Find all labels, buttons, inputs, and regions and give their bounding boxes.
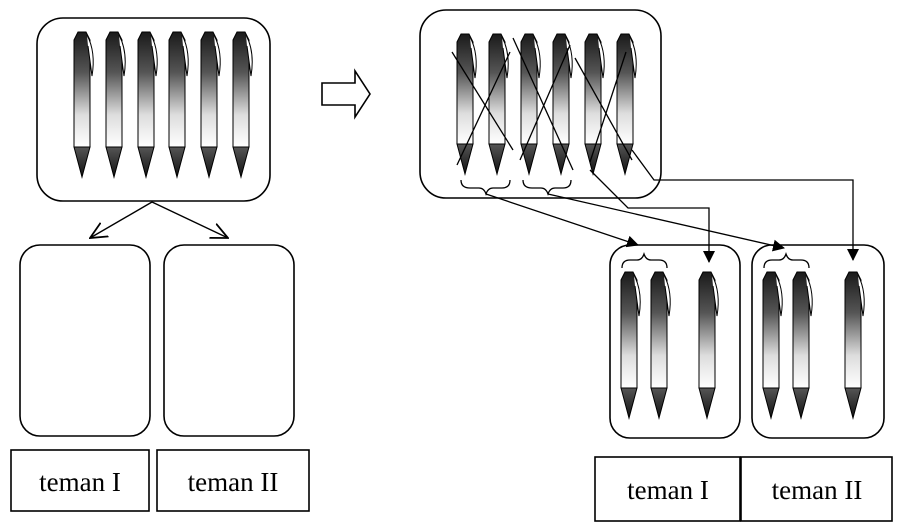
split-arrows [90, 201, 228, 238]
pencil-icon [650, 271, 671, 420]
arrow-to-friend-2 [151, 201, 228, 238]
friend-1-share-label-box [594, 456, 741, 522]
pencil-group-box [36, 17, 271, 202]
friend-1-empty-box [19, 244, 151, 437]
friend-2-label: teman II [188, 467, 279, 497]
friend-1-share-box [609, 244, 741, 439]
share-braces [621, 251, 810, 269]
pencil-icon [137, 31, 158, 179]
pencil-icon [200, 31, 221, 179]
arrow-to-friend-1 [90, 201, 153, 238]
pencil-icon [552, 33, 573, 176]
pencil-icon [105, 31, 126, 179]
brace-pair-1 [460, 179, 511, 197]
pair-braces [460, 179, 572, 197]
pencil-icon [698, 271, 719, 420]
pencil-icon [456, 33, 477, 176]
pencil-icon [792, 271, 813, 420]
arrow-single-to-friend-2 [631, 149, 859, 261]
friend-1-label: teman I [39, 467, 121, 497]
friend-2-label-box [156, 449, 310, 512]
pencil-icon [620, 271, 641, 420]
pencil-icon [520, 33, 541, 176]
friend-2-empty-box [163, 244, 295, 437]
distribution-arrows [485, 149, 859, 263]
friend-1-share-label: teman I [627, 475, 709, 505]
pencil-icon [488, 33, 509, 176]
pencil-icon [844, 271, 865, 420]
pencil-icon [616, 33, 637, 176]
friend-1-label-box [10, 449, 150, 512]
friend-2-share-label-box [740, 456, 893, 522]
arrow-pair-1-to-friend-1 [485, 193, 639, 248]
left-panel: teman I teman II [10, 17, 310, 512]
arrow-single-to-friend-1 [589, 169, 715, 263]
pencil-icon [168, 31, 189, 179]
friend-1-pencils [620, 271, 719, 420]
right-arrow-icon [321, 68, 371, 120]
pencil-group-box-crossed [419, 9, 662, 199]
pencil-icon [762, 271, 783, 420]
pencil-row [73, 31, 253, 179]
arrow-pair-2-to-friend-2 [547, 193, 785, 252]
pencil-icon [232, 31, 253, 179]
pencil-icon [73, 31, 94, 179]
brace-pair-2 [522, 179, 572, 197]
friend-2-pencils [762, 271, 865, 420]
friend-2-share-label: teman II [772, 475, 863, 505]
right-panel: teman I teman II [419, 9, 893, 522]
friend-2-share-box [751, 244, 885, 439]
cross-marks [451, 37, 633, 171]
